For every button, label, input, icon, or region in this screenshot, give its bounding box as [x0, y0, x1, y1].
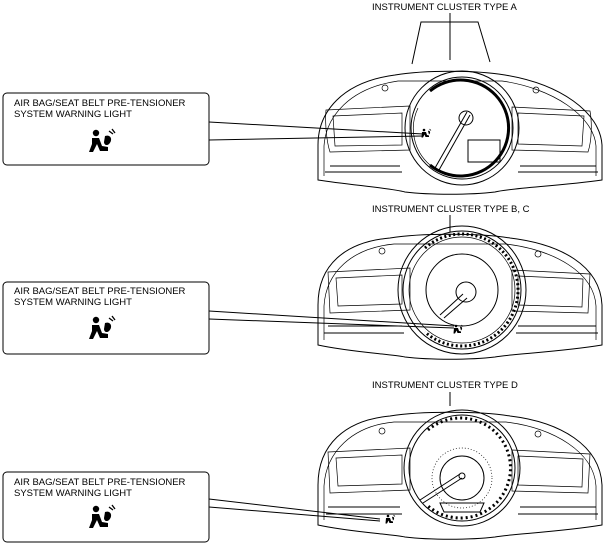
callout-bc-line2: SYSTEM WARNING LIGHT — [14, 297, 132, 308]
callout-box-bc — [2, 281, 210, 355]
callout-box-a — [2, 92, 210, 166]
airbag-warning-icon — [88, 315, 116, 340]
cluster-type-bc-caption: INSTRUMENT CLUSTER TYPE B, C — [372, 204, 530, 215]
cluster-type-a-caption: INSTRUMENT CLUSTER TYPE A — [372, 2, 517, 13]
callout-a-line2: SYSTEM WARNING LIGHT — [14, 109, 132, 120]
callout-bc-line1: AIR BAG/SEAT BELT PRE-TENSIONER — [14, 286, 186, 297]
airbag-warning-light-d — [385, 514, 396, 524]
callout-d-line1: AIR BAG/SEAT BELT PRE-TENSIONER — [14, 477, 186, 488]
cluster-type-a: INSTRUMENT CLUSTER TYPE A AIR BAG/SEAT B… — [2, 2, 603, 195]
cluster-type-d-caption: INSTRUMENT CLUSTER TYPE D — [372, 380, 518, 391]
callout-a-line1: AIR BAG/SEAT BELT PRE-TENSIONER — [14, 98, 186, 109]
cluster-type-bc: INSTRUMENT CLUSTER TYPE B, C AIR BAG/SEA… — [2, 204, 603, 360]
airbag-warning-icon — [88, 504, 116, 529]
callout-d-line2: SYSTEM WARNING LIGHT — [14, 488, 132, 499]
cluster-type-d: INSTRUMENT CLUSTER TYPE D AIR BAG/SEAT B… — [2, 380, 603, 543]
airbag-warning-icon — [88, 128, 116, 153]
